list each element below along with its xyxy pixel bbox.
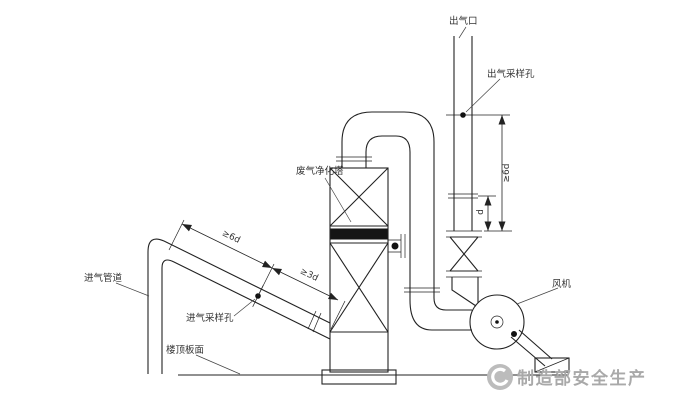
duct-wall-outer <box>341 111 472 311</box>
dimension-text-inlet-3d: ≥3d <box>298 267 319 284</box>
leader-inlet-sampling <box>233 298 256 317</box>
fan-scroll <box>469 294 525 350</box>
extension-line <box>257 263 275 297</box>
tower-shell <box>329 167 389 373</box>
leader-roof-slab <box>195 354 241 375</box>
fan-support-arm <box>510 329 553 367</box>
inlet-flange-ticks <box>307 310 322 333</box>
dimension-text-outlet-d: d <box>476 209 486 215</box>
fan-motor-base <box>534 357 570 373</box>
label-outlet-sampling-hole: 出气采样孔 <box>487 68 535 80</box>
tower-lower-packing-x <box>329 242 389 333</box>
outlet-pipe-flange <box>448 193 478 199</box>
label-roof-slab: 楼顶板面 <box>166 344 204 356</box>
fan-motor-base-brace <box>534 357 570 373</box>
leader-tower <box>324 177 352 223</box>
outlet-dimensions: ≥6d d <box>476 114 512 232</box>
tower-demister-band <box>330 228 388 240</box>
outlet-pipe-walls <box>453 36 473 231</box>
tower-base <box>321 369 397 385</box>
watermark-text: 制造部安全生产 <box>517 368 647 389</box>
outlet-sampling-hole-marker <box>460 112 466 118</box>
valve-bowtie <box>449 236 479 272</box>
duct-wall-inner <box>365 135 472 331</box>
outlet-stack <box>446 36 480 231</box>
extension-line <box>330 300 346 330</box>
leader-outlet-sampling <box>465 78 501 113</box>
dimension-text-inlet-6d: ≥6d <box>220 229 241 246</box>
fan-discharge-wall-left <box>451 277 477 307</box>
purification-tower <box>321 167 406 385</box>
top-elbow-duct <box>336 111 472 331</box>
label-outlet-port: 出气口 <box>449 15 478 27</box>
tower-side-nozzle <box>388 234 406 258</box>
watermark: 制造部安全生产 <box>487 364 647 390</box>
dimension-line-inlet-6d <box>181 223 273 269</box>
label-inlet-sampling-hole: 进气采样孔 <box>186 312 234 324</box>
inlet-pipe-wall-outer <box>147 238 331 374</box>
tower-nozzle-marker <box>391 242 399 250</box>
fan-support-pivot <box>511 331 517 337</box>
leader-fan <box>516 287 559 305</box>
leader-inlet-pipe <box>115 282 150 297</box>
fan-shaft-marker <box>495 320 499 324</box>
leader-lines <box>115 26 559 375</box>
tower-upper-packing-x <box>329 167 389 227</box>
dimension-line-inlet-3d <box>271 267 339 301</box>
tower-top-flange <box>336 156 372 162</box>
inlet-pipe-wall-inner <box>161 259 331 374</box>
fan-hub <box>490 315 504 329</box>
dimension-text-outlet-6d: ≥6d <box>502 164 512 183</box>
damper-valve <box>446 230 482 278</box>
label-purification-tower: 废气净化塔 <box>296 165 344 177</box>
watermark-logo-swirl <box>491 367 509 386</box>
down-duct-flange <box>404 287 440 293</box>
label-inlet-pipe: 进气管道 <box>84 272 123 284</box>
watermark-logo-icon <box>487 364 513 390</box>
fan <box>451 277 570 373</box>
text-labels: 出气口 出气采样孔 废气净化塔 风机 进气管道 进气采样孔 楼顶板面 <box>84 15 572 356</box>
label-fan: 风机 <box>552 278 572 290</box>
leader-outlet-port <box>458 26 467 39</box>
extension-line <box>168 219 185 251</box>
